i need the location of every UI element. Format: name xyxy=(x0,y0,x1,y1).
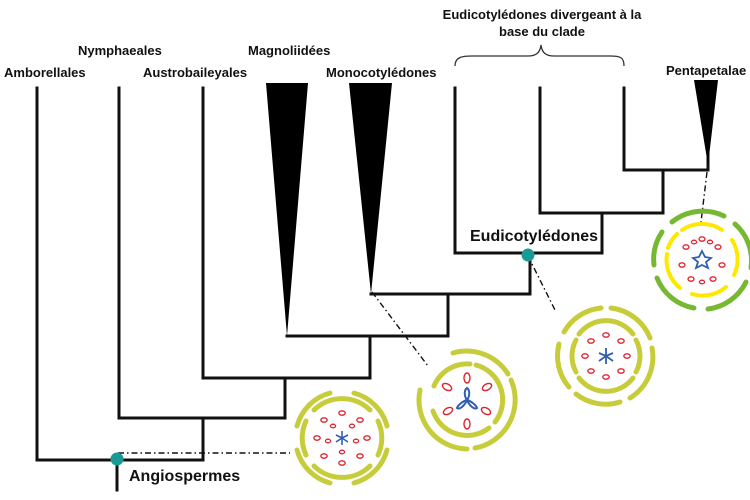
angiospermes-node-dot xyxy=(110,452,124,466)
label-nymphaeales: Nymphaeales xyxy=(78,43,162,58)
floral-diagram-basal xyxy=(294,390,390,486)
eudicotyledones-node-dot xyxy=(521,248,535,262)
floral-diagram-eudicot xyxy=(555,305,656,407)
branch-nymphaeales xyxy=(117,86,287,420)
floral-diagram-pentapetalae xyxy=(651,208,750,312)
branch-monocots xyxy=(369,251,532,296)
label-eudicot-basal: Eudicotylédones divergeant à la base du … xyxy=(430,6,654,40)
label-eudicot-basal-line2: base du clade xyxy=(499,24,585,39)
label-angiospermes: Angiospermes xyxy=(129,468,241,485)
clade-wedge-magnoliids xyxy=(266,83,308,336)
label-magnoliidees: Magnoliidées xyxy=(248,43,331,58)
branch-austrobaileyales xyxy=(201,86,372,380)
label-pentapetalae: Pentapetalae xyxy=(666,63,747,78)
branch-eudicots-basal-3 xyxy=(622,86,710,172)
eudicot-basal-bracket xyxy=(454,44,625,67)
label-monocotyledones: Monocotylédones xyxy=(326,65,437,80)
branch-magnoliids xyxy=(285,292,450,338)
floral-diagram-monocot xyxy=(416,348,518,452)
tree-branches xyxy=(35,86,710,492)
branch-eudicots-basal-2 xyxy=(538,86,665,215)
leader-lines xyxy=(118,171,708,454)
label-eudicot-basal-line1: Eudicotylédones divergeant à la xyxy=(442,7,642,22)
leader-eudicots xyxy=(527,255,556,311)
clade-wedge-pentapetalae xyxy=(694,80,718,165)
label-austrobaileyales: Austrobaileyales xyxy=(143,65,248,80)
label-eudicotyledones: Eudicotylédones xyxy=(470,228,599,245)
leader-pentapetalae xyxy=(700,171,708,223)
label-amborellales: Amborellales xyxy=(4,65,86,80)
leader-monocots xyxy=(371,291,429,367)
clade-wedge-monocots xyxy=(349,83,392,294)
